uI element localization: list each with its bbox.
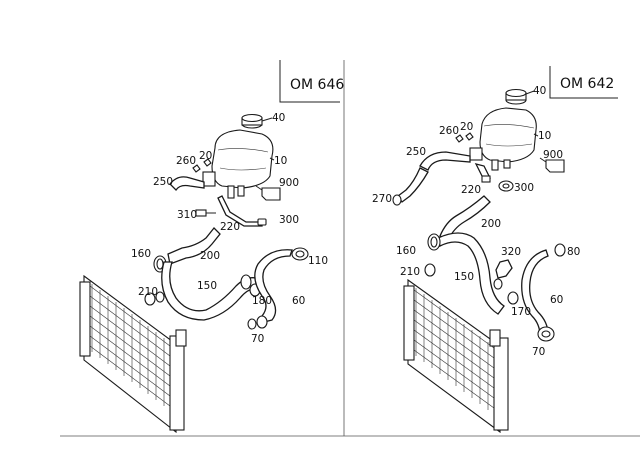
label-210: 210 — [400, 266, 420, 278]
label-150: 150 — [454, 271, 474, 283]
clamp-210 — [424, 263, 436, 277]
label-110: 110 — [308, 255, 328, 267]
clamp-210 — [144, 291, 165, 306]
label-250: 250 — [406, 146, 426, 158]
label-900: 900 — [279, 177, 299, 189]
sensor-900 — [539, 157, 565, 173]
hose-250 — [419, 151, 471, 171]
engine-title-box — [279, 60, 340, 103]
label-40: 40 — [533, 85, 546, 97]
fitting-20-260 — [455, 132, 474, 143]
label-260: 260 — [176, 155, 196, 167]
label-20: 20 — [199, 150, 212, 162]
label-70: 70 — [532, 346, 545, 358]
fitting-20-260 — [192, 158, 212, 173]
hose-250 — [169, 176, 205, 192]
clamp-170 — [507, 291, 519, 305]
clamp-110 — [291, 247, 309, 261]
label-310: 310 — [177, 209, 197, 221]
sensor-900 — [255, 185, 281, 201]
label-300: 300 — [514, 182, 534, 194]
clamp-300 — [498, 180, 514, 192]
label-180: 180 — [252, 295, 272, 307]
label-270: 270 — [372, 193, 392, 205]
label-20: 20 — [460, 121, 473, 133]
clamp-70 — [537, 326, 555, 342]
hose-150 — [437, 232, 505, 315]
panel-om646: OM 646 — [79, 60, 344, 434]
label-170: 170 — [511, 306, 531, 318]
pipe-320 — [493, 259, 513, 290]
label-70: 70 — [251, 333, 264, 345]
radiator-om642 — [403, 278, 509, 434]
clamp-80 — [554, 243, 566, 257]
engine-title-box — [549, 66, 618, 99]
label-160: 160 — [396, 245, 416, 257]
label-60: 60 — [550, 294, 563, 306]
hose-60 — [254, 249, 293, 323]
label-200: 200 — [200, 250, 220, 262]
label-150: 150 — [197, 280, 217, 292]
label-10: 10 — [538, 130, 551, 142]
label-220: 220 — [220, 221, 240, 233]
engine-title: OM 646 — [290, 77, 344, 93]
radiator-om646 — [79, 274, 187, 434]
clamp-70 — [247, 315, 268, 330]
cap-40 — [505, 88, 527, 105]
label-60: 60 — [292, 295, 305, 307]
label-160: 160 — [131, 248, 151, 260]
expansion-tank-10 — [202, 129, 274, 199]
clamp-160 — [427, 233, 441, 251]
hose-270 — [397, 167, 429, 203]
label-250: 250 — [153, 176, 173, 188]
label-40: 40 — [272, 112, 285, 124]
bolt-310 — [195, 209, 216, 217]
label-260: 260 — [439, 125, 459, 137]
panel-om642: OM 642 — [372, 66, 618, 434]
cap-40 — [241, 113, 263, 129]
label-210: 210 — [138, 286, 158, 298]
label-80: 80 — [567, 246, 580, 258]
label-300: 300 — [279, 214, 299, 226]
engine-title: OM 642 — [560, 76, 614, 92]
label-10: 10 — [274, 155, 287, 167]
hose-60 — [521, 249, 549, 337]
label-200: 200 — [481, 218, 501, 230]
label-900: 900 — [543, 149, 563, 161]
label-320: 320 — [501, 246, 521, 258]
expansion-tank-10 — [469, 107, 537, 171]
label-220: 220 — [461, 184, 481, 196]
